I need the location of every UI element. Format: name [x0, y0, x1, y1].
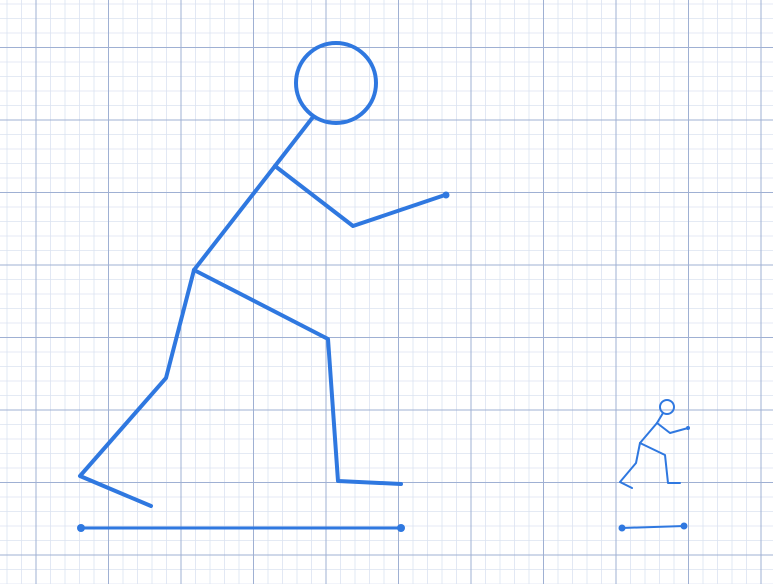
figure-back-leg[interactable]	[80, 270, 194, 506]
small-figure-hand-point[interactable]	[686, 426, 690, 430]
figure-head[interactable]	[296, 43, 376, 123]
small-ground-line-end-point[interactable]	[681, 523, 688, 530]
ground-line-start-point[interactable]	[77, 524, 85, 532]
small-figure-head[interactable]	[660, 400, 674, 414]
figure-torso[interactable]	[194, 166, 275, 270]
small-figure-back-leg[interactable]	[620, 443, 640, 488]
small-ground-line-start-point[interactable]	[619, 525, 626, 532]
ground-line-end-point[interactable]	[397, 524, 405, 532]
figure-arm[interactable]	[275, 166, 445, 226]
figure-neck[interactable]	[275, 117, 313, 166]
figure-front-leg[interactable]	[194, 270, 401, 484]
small-figure-neck[interactable]	[657, 413, 663, 423]
small-figure-torso[interactable]	[640, 423, 657, 443]
figure-hand-point[interactable]	[443, 192, 450, 199]
large-stick-figure[interactable]	[77, 43, 450, 532]
